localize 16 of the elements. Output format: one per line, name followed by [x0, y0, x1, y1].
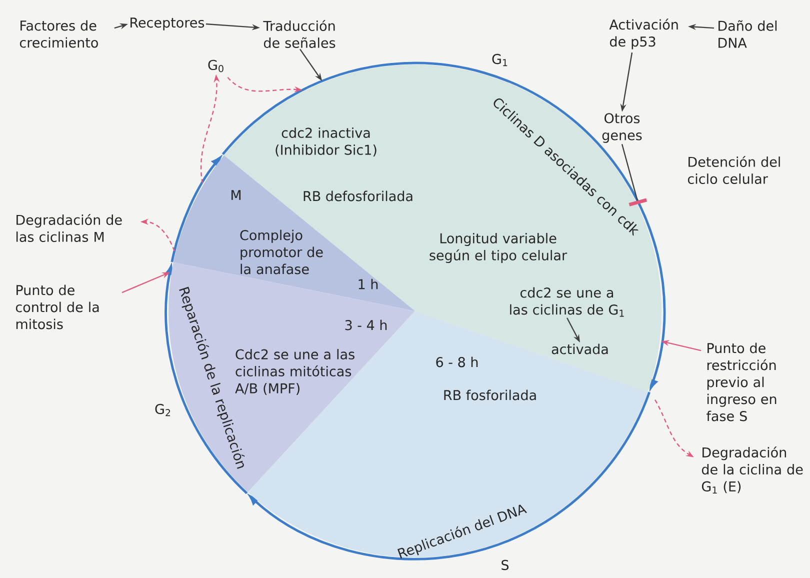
text-label: Punto de restricción previo al ingreso en fase S [706, 342, 776, 422]
text-label: Activación de p53 [609, 18, 678, 50]
text-label: Factores de crecimiento [20, 20, 98, 48]
text-label: Traducción de señales [263, 20, 336, 48]
inhibition-line [621, 144, 648, 206]
text-label: M [232, 190, 241, 200]
text-label: G$_{2}$ [155, 404, 170, 416]
text-label: activada [552, 344, 608, 354]
text-label: G$_{0}$ [208, 60, 224, 72]
text-label: Daño del DNA [718, 20, 777, 48]
text-label: Punto de control de la mitosis [16, 284, 99, 330]
text-label: G$_{1}$ [492, 54, 508, 66]
text-label: Degradación de las ciclinas M [16, 214, 122, 242]
text-label: Receptores [130, 18, 204, 30]
text-label: Detención del ciclo celular [688, 156, 780, 184]
text-label: Degradación de la ciclina de G$_{1}$ (E) [702, 446, 803, 494]
